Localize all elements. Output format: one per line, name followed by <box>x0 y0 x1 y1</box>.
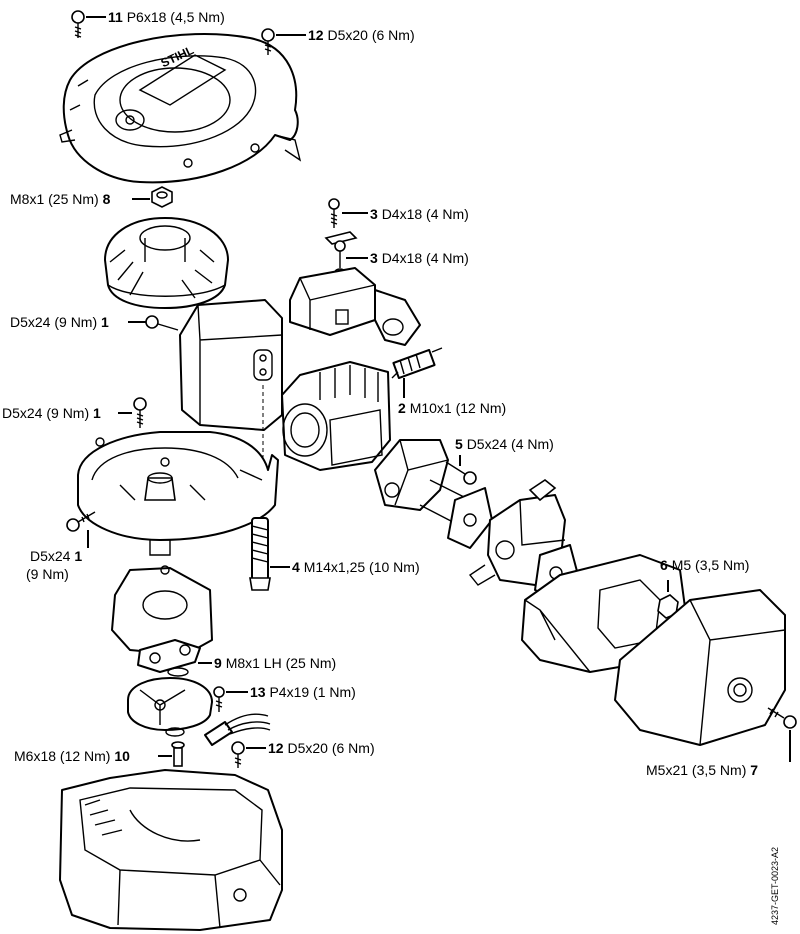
callout-9-number: 9 <box>214 655 222 671</box>
screw-10-icon <box>171 741 185 767</box>
callout-13-spec: P4x19 (1 Nm) <box>269 684 356 700</box>
screw-13-icon <box>213 686 225 712</box>
callout-1-crankcase-top-spec: D5x24 (9 Nm) <box>2 405 90 421</box>
callout-4: 4 M14x1,25 (10 Nm) <box>292 559 420 575</box>
callout-12-bottom-number: 12 <box>268 740 284 756</box>
washer-2 <box>165 727 185 737</box>
callout-1-crankcase-side-line2: (9 Nm) <box>26 566 69 582</box>
cylinder <box>281 361 391 471</box>
wire-clip <box>324 231 358 245</box>
callout-5-spec: D5x24 (4 Nm) <box>466 436 554 452</box>
callout-6-number: 6 <box>660 557 668 573</box>
clutch-nut-9-icon <box>137 639 201 673</box>
callout-10-spec: M6x18 (12 Nm) <box>14 748 111 764</box>
callout-12-top-spec: D5x20 (6 Nm) <box>327 27 415 43</box>
screw-7-icon <box>767 707 797 729</box>
ignition-module <box>289 267 421 346</box>
callout-3-lower-number: 3 <box>370 250 378 266</box>
screw-1-crankcase-top-icon <box>133 397 147 428</box>
callout-2-number: 2 <box>398 400 406 416</box>
callout-6: 6 M5 (3,5 Nm) <box>660 557 749 573</box>
muffler <box>179 299 283 431</box>
callout-1-crankcase-side: D5x24 1 <box>30 548 82 564</box>
callout-10-number: 10 <box>114 748 130 764</box>
washer <box>167 667 189 677</box>
callout-3-lower: 3 D4x18 (4 Nm) <box>370 250 469 266</box>
callout-3-upper: 3 D4x18 (4 Nm) <box>370 206 469 222</box>
callout-4-number: 4 <box>292 559 300 575</box>
callout-1-side-spec: D5x24 <box>30 548 71 564</box>
spark-plug <box>391 347 443 380</box>
callout-7-number: 7 <box>750 762 759 778</box>
gasket <box>447 487 493 549</box>
callout-1-crankcase-top: D5x24 (9 Nm) 1 <box>2 405 101 421</box>
callout-12-bottom-spec: D5x20 (6 Nm) <box>287 740 375 756</box>
callout-1-side-number: 1 <box>74 548 83 564</box>
callout-1-muffler: D5x24 (9 Nm) 1 <box>10 314 109 330</box>
callout-3-upper-number: 3 <box>370 206 378 222</box>
callout-12-top-number: 12 <box>308 27 324 43</box>
callout-13-number: 13 <box>250 684 266 700</box>
callout-1-muffler-spec: D5x24 (9 Nm) <box>10 314 98 330</box>
crankcase-baffle <box>77 431 279 556</box>
wire-harness <box>204 713 271 746</box>
callout-8-number: 8 <box>102 191 111 207</box>
callout-5-number: 5 <box>455 436 463 452</box>
callout-3-lower-spec: D4x18 (4 Nm) <box>381 250 469 266</box>
callout-9-spec: M8x1 LH (25 Nm) <box>225 655 337 671</box>
air-filter-cover <box>614 589 786 746</box>
callout-1-crankcase-top-number: 1 <box>93 405 101 421</box>
intake-manifold <box>374 439 449 511</box>
callout-2-spec: M10x1 (12 Nm) <box>409 400 507 416</box>
screw-3-upper-icon <box>328 198 340 228</box>
callout-12-bottom: 12 D5x20 (6 Nm) <box>268 740 375 756</box>
callout-10: M6x18 (12 Nm) 10 <box>14 748 130 764</box>
callout-11-spec: P6x18 (4,5 Nm) <box>126 9 225 25</box>
screw-1-muffler-icon <box>145 315 179 331</box>
screw-12-bottom-icon <box>231 741 245 768</box>
callout-6-spec: M5 (3,5 Nm) <box>671 557 750 573</box>
callout-4-spec: M14x1,25 (10 Nm) <box>303 559 420 575</box>
callout-11: 11 P6x18 (4,5 Nm) <box>108 9 225 25</box>
callout-2: 2 M10x1 (12 Nm) <box>398 400 506 416</box>
callout-1-muffler-number: 1 <box>101 314 109 330</box>
screw-12-top-icon <box>261 28 275 55</box>
engine-housing-bottom <box>59 769 283 931</box>
stud-4-icon <box>249 517 271 591</box>
callout-5: 5 D5x24 (4 Nm) <box>455 436 554 452</box>
callout-3-upper-spec: D4x18 (4 Nm) <box>381 206 469 222</box>
flywheel-nut-8-icon <box>151 186 173 208</box>
drawing-id: 4237-GET-0023-A2 <box>770 846 780 925</box>
callout-8: M8x1 (25 Nm) 8 <box>10 191 110 207</box>
callout-9: 9 M8x1 LH (25 Nm) <box>214 655 336 671</box>
callout-13: 13 P4x19 (1 Nm) <box>250 684 356 700</box>
callout-7: M5x21 (3,5 Nm) 7 <box>646 762 758 778</box>
clutch-carrier <box>111 565 213 656</box>
screw-1-crankcase-side-icon <box>66 511 96 532</box>
callout-8-spec: M8x1 (25 Nm) <box>10 191 99 207</box>
screw-5-icon <box>445 461 477 485</box>
clutch <box>127 677 213 731</box>
callout-11-number: 11 <box>108 9 123 25</box>
callout-1-side-spec2: (9 Nm) <box>26 566 69 582</box>
callout-7-spec: M5x21 (3,5 Nm) <box>646 762 747 778</box>
callout-12-top: 12 D5x20 (6 Nm) <box>308 27 415 43</box>
screw-11-icon <box>71 10 85 38</box>
fan-housing: STIHL <box>59 33 302 184</box>
flywheel <box>104 217 229 309</box>
